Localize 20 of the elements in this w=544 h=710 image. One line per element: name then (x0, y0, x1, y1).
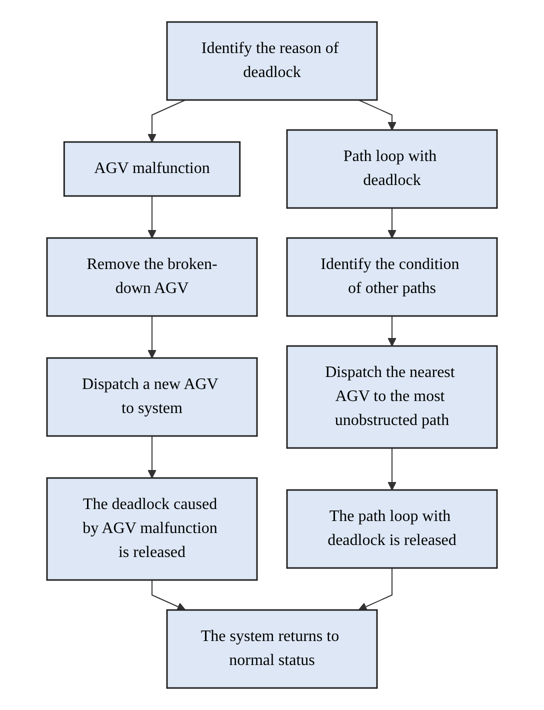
node-box: The deadlock caused by AGV malfunction is released (46, 477, 258, 581)
arrow (358, 100, 396, 130)
arrow (388, 208, 396, 238)
arrow (148, 316, 156, 358)
arrow (148, 100, 186, 142)
arrow (388, 316, 396, 346)
node-box: Dispatch a new AGV to system (46, 357, 258, 437)
node-box: Identify the reason of deadlock (166, 21, 378, 101)
arrow (148, 436, 156, 478)
arrow (152, 580, 186, 611)
arrow (358, 568, 392, 611)
node-box: The system returns to normal status (166, 609, 378, 689)
node-box: Identify the condition of other paths (286, 237, 498, 317)
node-box: Path loop with deadlock (286, 129, 498, 209)
node-box: The path loop with deadlock is released (286, 489, 498, 569)
node-box: Dispatch the nearest AGV to the most unobstructed path (286, 345, 498, 449)
node-box: AGV malfunction (63, 141, 241, 197)
arrow (388, 448, 396, 490)
node-box: Remove the broken-down AGV (46, 237, 258, 317)
arrow (148, 196, 156, 238)
